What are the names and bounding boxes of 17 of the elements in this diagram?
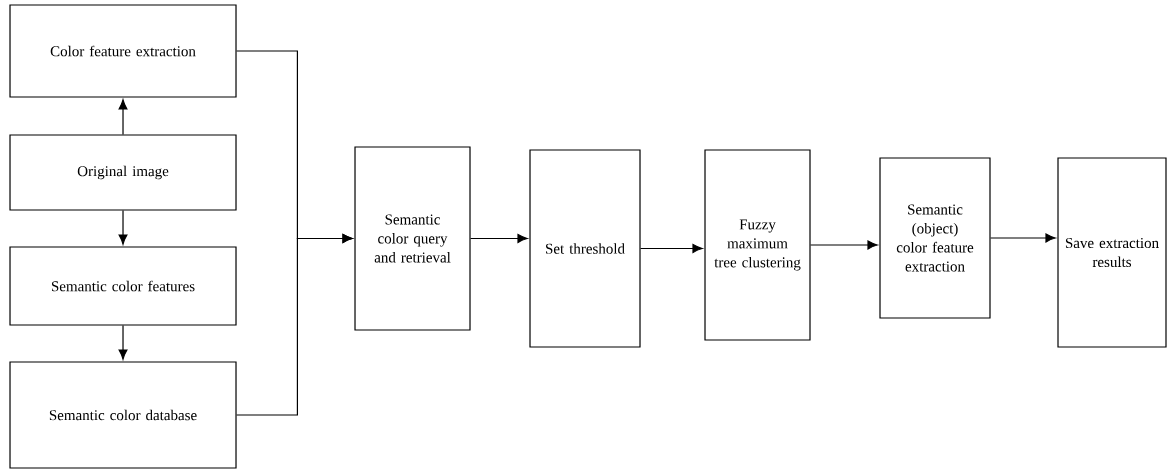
arrow xyxy=(118,325,128,360)
process-box: Set threshold xyxy=(529,149,641,348)
process-box: Color feature extraction xyxy=(9,4,237,98)
process-box: Fuzzy maximum tree clustering xyxy=(704,149,811,341)
arrow xyxy=(640,244,703,253)
process-box: Semantic color query and retrieval xyxy=(354,146,471,331)
process-box: Semantic color database xyxy=(9,361,237,469)
arrow xyxy=(118,210,128,245)
arrow xyxy=(236,234,353,416)
arrow xyxy=(118,99,128,135)
arrow xyxy=(810,240,878,250)
process-box: Semantic color features xyxy=(9,246,237,326)
arrow xyxy=(990,233,1056,243)
process-box: Semantic (object) color feature extraction xyxy=(879,157,991,319)
arrow xyxy=(470,234,528,243)
process-box: Save extraction results xyxy=(1057,157,1167,348)
process-box: Original image xyxy=(9,134,237,211)
